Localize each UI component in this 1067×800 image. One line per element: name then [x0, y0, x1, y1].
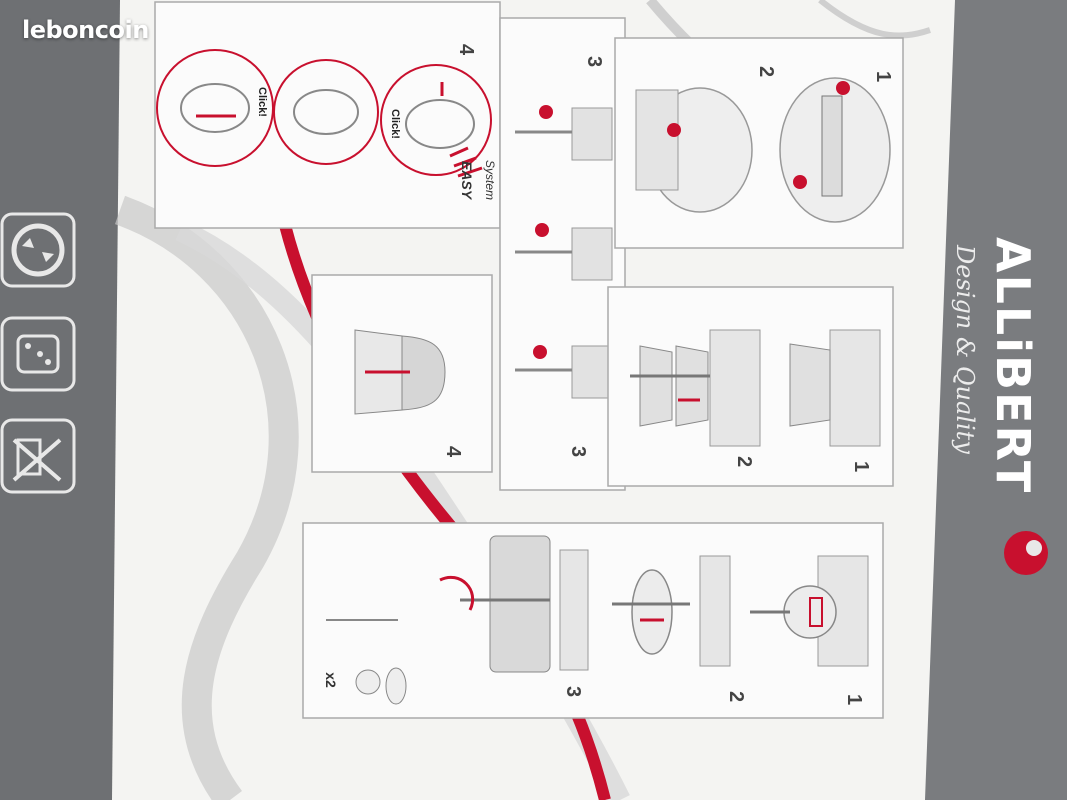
- no-solvent-icon: [0, 418, 76, 494]
- middle-step-3: 3: [567, 445, 590, 458]
- bottom-step-1: 1: [843, 693, 866, 706]
- brand-logo-mark: [1004, 531, 1048, 575]
- top-instruction-panel: [154, 1, 904, 491]
- recycle-icon: [0, 212, 76, 288]
- middle-step-1: 1: [850, 460, 873, 473]
- bottom-step-2: 2: [725, 690, 748, 703]
- bottom-step-3: 3: [562, 685, 585, 698]
- middle-instruction-panel: [311, 274, 894, 487]
- click-label-2: Click!: [388, 109, 401, 139]
- leboncoin-watermark: leboncoin: [22, 16, 149, 44]
- grey-swoosh: [114, 195, 299, 800]
- middle-step-4: 4: [442, 445, 465, 458]
- top-step-4: 4: [455, 43, 478, 56]
- quantity-label: x2: [322, 672, 339, 688]
- click-label-1: Click!: [255, 87, 268, 117]
- middle-step-2: 2: [733, 455, 756, 468]
- brand-name: ALLiBERT: [986, 237, 1040, 495]
- brand-tagline: Design & Quality: [951, 245, 979, 454]
- bottom-instruction-panel: [302, 522, 884, 719]
- top-step-2: 2: [755, 65, 778, 78]
- top-step-3: 3: [583, 55, 606, 68]
- no-sponge-icon: [0, 316, 76, 392]
- system-label: System: [483, 159, 498, 201]
- top-step-1: 1: [872, 70, 895, 83]
- easy-label: EASY: [459, 160, 476, 200]
